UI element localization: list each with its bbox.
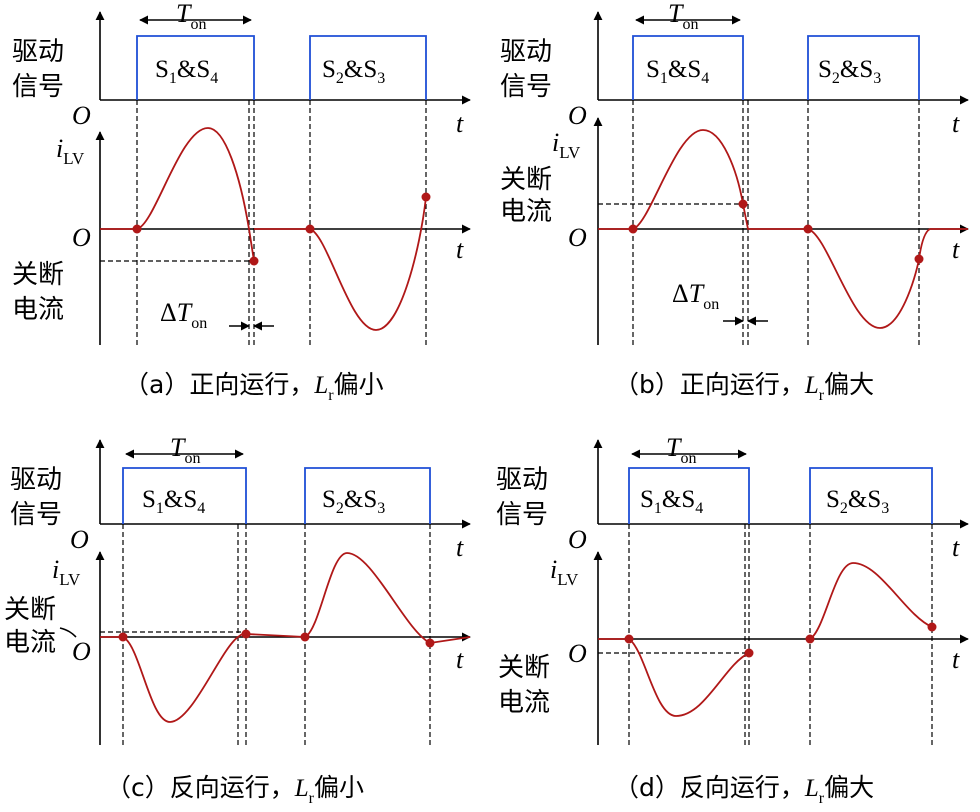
panel-a: S1&S4 S2&S3 驱动 信号 O t Ton iLV O t 关断 电流 …: [12, 0, 471, 404]
ton-label: Ton: [668, 0, 698, 33]
waveform-point: [421, 192, 431, 202]
turnoff-label-2: 电流: [498, 688, 550, 718]
pulse-s1s4-label: S1&S4: [640, 486, 703, 517]
current-waveform: [598, 562, 933, 717]
drive-signal-label-2: 信号: [500, 72, 552, 102]
drive-t-label: t: [952, 109, 960, 138]
drive-signal-label-1: 驱动: [496, 465, 548, 495]
current-axis-label: iLV: [52, 555, 81, 589]
current-origin-label: O: [72, 223, 91, 252]
pulse-s1s4: [136, 35, 255, 100]
current-t-label: t: [952, 645, 960, 674]
pulse-s1s4: [632, 35, 744, 100]
waveform-point: [628, 224, 638, 234]
drive-signal-label-2: 信号: [10, 500, 62, 530]
current-origin-label: O: [72, 637, 91, 666]
pulse-s1s4-label: S1&S4: [142, 486, 205, 517]
caption-d: （d）反向运行，Lr偏大: [614, 773, 874, 807]
delta-ton-label: ΔTon: [160, 298, 207, 332]
drive-t-label: t: [456, 109, 464, 138]
current-t-label: t: [456, 645, 464, 674]
drive-signal-label-1: 驱动: [12, 37, 64, 67]
drive-origin-label: O: [568, 101, 587, 130]
pulse-s2s3-label: S2&S3: [826, 486, 889, 517]
drive-signal-label-1: 驱动: [10, 465, 62, 495]
caption-b: （b）正向运行，Lr偏大: [614, 370, 874, 404]
drive-signal-label-2: 信号: [12, 72, 64, 102]
pulse-s2s3: [309, 35, 427, 100]
drive-signal-label-2: 信号: [496, 500, 548, 530]
ton-label: Ton: [666, 433, 696, 467]
current-axis-label: iLV: [550, 555, 579, 589]
pulse-s1s4: [628, 467, 750, 524]
pulse-s1s4-label: S1&S4: [155, 56, 218, 87]
current-origin-label: O: [568, 223, 587, 252]
caption-a: （a）正向运行，Lr偏小: [124, 370, 384, 404]
waveform-point: [803, 224, 813, 234]
current-t-label: t: [456, 235, 464, 264]
drive-signal-label-1: 驱动: [500, 37, 552, 67]
pulse-s2s3-label: S2&S3: [818, 56, 881, 87]
waveform-point: [132, 224, 142, 234]
waveform-point: [249, 256, 259, 266]
waveform-point: [300, 632, 310, 642]
waveform-point: [927, 622, 937, 632]
drive-t-label: t: [952, 533, 960, 562]
turnoff-leader: [59, 627, 77, 638]
turnoff-label-1: 关断: [498, 653, 550, 683]
current-t-label: t: [952, 235, 960, 264]
waveform-point: [241, 629, 251, 639]
drive-origin-label: O: [72, 101, 91, 130]
ton-label: Ton: [170, 433, 200, 467]
ton-label: Ton: [176, 0, 206, 33]
waveform-point: [738, 199, 748, 209]
panel-b: S1&S4 S2&S3 驱动 信号 O t Ton iLV O t 关断 电流 …: [500, 0, 969, 404]
waveform-point: [805, 634, 815, 644]
waveform-point: [624, 634, 634, 644]
pulse-s2s3-label: S2&S3: [322, 486, 385, 517]
waveform-point: [425, 638, 435, 648]
pulse-s2s3: [304, 467, 431, 524]
turnoff-label-2: 电流: [500, 197, 552, 227]
waveform-point: [914, 254, 924, 264]
drive-origin-label: O: [568, 525, 587, 554]
current-axis-label: iLV: [56, 134, 85, 168]
waveform-point: [118, 632, 128, 642]
turnoff-label-1: 关断: [12, 260, 64, 290]
panel-d: S1&S4 S2&S3 驱动 信号 O t Ton iLV O t 关断 电流 …: [496, 433, 969, 807]
waveform-point: [305, 224, 315, 234]
current-origin-label: O: [568, 639, 587, 668]
turnoff-label-1: 关断: [4, 595, 56, 625]
current-waveform: [100, 127, 427, 331]
pulse-s1s4-label: S1&S4: [646, 56, 709, 87]
turnoff-label-2: 电流: [12, 295, 64, 325]
pulse-s2s3-label: S2&S3: [322, 56, 385, 87]
pulse-s2s3: [809, 467, 933, 524]
caption-c: （c）反向运行，Lr偏小: [106, 773, 364, 807]
panel-c: S1&S4 S2&S3 驱动 信号 O t Ton iLV O t 关断 电流 …: [4, 433, 471, 807]
pulse-s1s4: [122, 467, 247, 524]
drive-origin-label: O: [70, 525, 89, 554]
waveform-point: [744, 648, 754, 658]
turnoff-label-2: 电流: [4, 628, 56, 658]
delta-ton-label: ΔTon: [672, 279, 719, 313]
turnoff-label-1: 关断: [500, 165, 552, 195]
drive-t-label: t: [456, 533, 464, 562]
current-axis-label: iLV: [552, 128, 581, 162]
pulse-s2s3: [807, 35, 920, 100]
